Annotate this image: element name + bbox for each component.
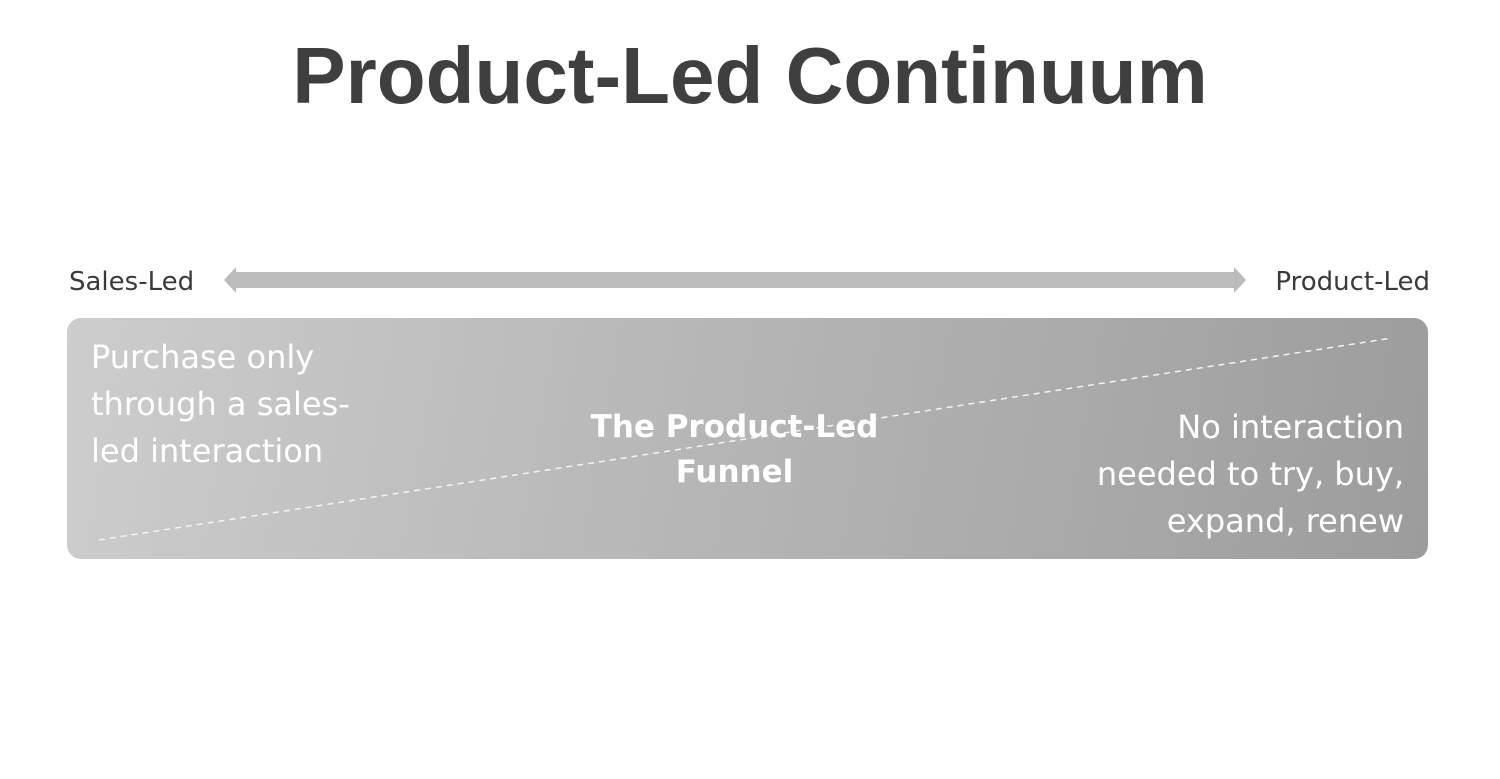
funnel-label-line: Funnel xyxy=(675,454,794,490)
sales-led-description-line: led interaction xyxy=(91,432,324,470)
sales-led-description: Purchase only through a sales- led inter… xyxy=(91,334,391,475)
sales-led-description-line: Purchase only xyxy=(91,338,315,376)
diagonal-dashed-line xyxy=(98,337,1393,541)
continuum-panel: Purchase only through a sales- led inter… xyxy=(67,318,1428,559)
sales-led-description-line: through a sales- xyxy=(91,385,350,423)
funnel-label: The Product-Led Funnel xyxy=(567,405,902,495)
diagonal-divider xyxy=(98,337,1393,541)
product-led-description-line: needed to try, buy, xyxy=(1096,455,1404,493)
arrow-graphic xyxy=(224,267,1246,293)
funnel-label-line: The Product-Led xyxy=(590,409,879,445)
sales-led-label: Sales-Led xyxy=(69,267,195,297)
product-led-label: Product-Led xyxy=(1275,267,1430,297)
product-led-description: No interaction needed to try, buy, expan… xyxy=(1084,404,1404,545)
product-led-description-line: expand, renew xyxy=(1166,502,1404,540)
double-headed-arrow-icon xyxy=(224,266,1246,294)
product-led-description-line: No interaction xyxy=(1177,408,1404,446)
arrow-shape xyxy=(224,267,1246,293)
page-title: Product-Led Continuum xyxy=(292,31,1208,120)
